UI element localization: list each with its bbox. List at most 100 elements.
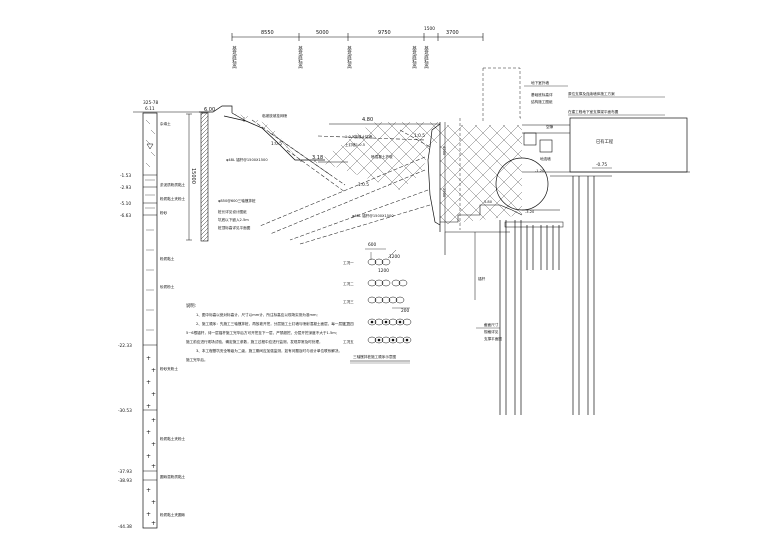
level-mid: 4.80 — [362, 117, 373, 123]
pile-detail-caption: 三轴搅拌桩施工顺序示意图 — [353, 354, 397, 359]
vertical-notes: 基坑底标高 基坑底标高 基坑底标高 基坑底标高 基坑底标高 — [232, 45, 429, 70]
level-deep: 3.18 — [312, 155, 323, 161]
svg-text:+: + — [151, 520, 156, 527]
pile-detail-dim-3: 1200 — [389, 254, 400, 260]
right-structure: 地下室外墙 基础底标高详 结构施工图纸 原位支撑及连续墙体施工方案 在建工程地下… — [444, 67, 690, 415]
anchor-label-top: φ48L 锚杆@1500X1500 — [226, 157, 268, 162]
anchor-rod-label: 锚杆 — [478, 276, 486, 281]
soil-layer-9: 圆砾混粉质黏土 — [160, 474, 186, 479]
notes-line-2: 2、施工顺序：先施工三轴搅拌桩，再放坡开挖，分层施工土钉墙与喷射混凝土面层，每一… — [196, 321, 350, 326]
pile-label-1: 截面尺寸 — [484, 322, 499, 327]
notes-line-4: 施工前应进行现场试验，确定施工参数，施工过程中应进行监测，发现异常及时处理， — [186, 339, 323, 344]
note-top-1: 地下室外墙 — [531, 80, 549, 85]
top-dim-1: 8550 — [261, 30, 274, 36]
slope-ratio-3: 1:0.5 — [358, 182, 369, 188]
vertical-note-3: 基坑底标高 — [347, 45, 352, 70]
level-ground: 6.00 — [204, 107, 215, 113]
soil-level-6: -30.53 — [118, 408, 132, 414]
svg-text:+: + — [146, 487, 151, 494]
note-top-3: 结构施工图纸 — [531, 99, 553, 104]
top-dim-3: 9750 — [378, 30, 391, 36]
svg-text:+: + — [151, 391, 156, 398]
pile-detail-dim-top: 600 — [368, 242, 376, 248]
step-3: 工况三 — [343, 300, 354, 304]
soil-layer-4: 粉砂 — [160, 210, 168, 215]
slope-dim-v2: 2500 — [442, 188, 446, 198]
step-2: 工况二 — [343, 282, 354, 286]
pile-note-4: 桩顶标高详见平面图 — [218, 225, 251, 230]
top-dim-2: 5000 — [316, 30, 329, 36]
existing-building-label: 已有工程 — [596, 138, 614, 145]
pile-sequence-detail: 600 1200 200 1200 工况一 工况二 工况三 工况四 工况五 — [343, 242, 412, 364]
vertical-note-4: 基坑底标高 — [412, 45, 417, 70]
soil-layer-6: 砂质粉土 — [160, 284, 175, 289]
slope-label-1: 临坡放坡挂网喷 — [262, 113, 288, 118]
svg-text:+: + — [151, 441, 156, 448]
soil-level-2: -2.93 — [120, 185, 131, 191]
vertical-note-5: 基坑底标高 — [424, 45, 429, 70]
notes-line-3: 5~6根锚杆，待一层锚杆施工完毕后方可开挖至下一层，严禁超挖，分层开挖深度不大于… — [186, 330, 337, 335]
top-dim-4: 1500 — [424, 26, 435, 32]
anchor-label-bot: φ48L 锚杆@1500X1500 — [352, 213, 394, 218]
pile-note-2: 桩长详见设计图纸 — [218, 209, 247, 214]
water-table-icon — [146, 143, 154, 150]
soil-level-7: -37.93 — [118, 469, 132, 475]
soil-plus-marks: +++ +++ +++ +++ ++ — [146, 355, 156, 527]
soil-layer-3: 粉质黏土夹粉土 — [160, 196, 186, 201]
soil-layer-1: 杂填土 — [160, 121, 171, 126]
soil-level-5: -22.33 — [118, 343, 132, 349]
svg-text:+: + — [146, 429, 151, 436]
step-1: 工况一 — [343, 261, 354, 265]
right-note-1: 原位支撑及连续墙体施工方案 — [568, 91, 615, 96]
slope-ratio-1: 1:0.5 — [271, 141, 282, 147]
slope-coord-1: -1.20 — [535, 169, 545, 173]
soil-level-4: -6.63 — [120, 213, 131, 219]
svg-text:+: + — [151, 499, 156, 506]
gap-label: 空隙 — [546, 124, 554, 129]
svg-text:+: + — [151, 463, 156, 470]
soil-column: 325-78 6.11 +++ +++ +++ +++ ++ — [118, 100, 210, 530]
svg-text:+: + — [146, 453, 151, 460]
soil-layer-2: 淤泥质粉质黏土 — [160, 182, 186, 187]
pile-label-2: 规格详见 — [484, 329, 499, 334]
soil-layer-8: 粉质黏土夹粉土 — [160, 436, 186, 441]
slope-label-4: 喷混凝土护坡 — [371, 154, 393, 159]
notes-line-5: 3、本工程基坑安全等级为二级，施工期间应加强监测，如有问题及时与设计单位联系解决… — [196, 348, 342, 353]
existing-level: -0.75 — [596, 162, 607, 168]
soil-level-3: -5.10 — [120, 201, 131, 207]
soil-layer-5: 粉质黏土 — [160, 256, 175, 261]
svg-text:+: + — [146, 403, 151, 410]
step-4: 工况四 — [343, 322, 354, 326]
soil-layer-7: 粉砂夹粉土 — [160, 366, 178, 371]
existing-pile-circle — [495, 157, 549, 211]
slope-label-2: 1:0.5放坡土钉墙 — [345, 134, 373, 139]
top-dim-5: 3700 — [446, 30, 459, 36]
soil-level-8: -38.93 — [118, 478, 132, 484]
pile-note-3: 坑底以下嵌入2.5m — [218, 217, 249, 222]
mixing-pile: 15000 φ850@600三轴搅拌桩 桩长详见设计图纸 坑底以下嵌入2.5m … — [186, 112, 256, 242]
soil-level-1: -1.53 — [120, 173, 131, 179]
svg-text:+: + — [146, 511, 151, 518]
wall-tag: 地连墙 — [540, 156, 551, 161]
notes-title: 说明: — [186, 302, 196, 309]
left-top-sub: 6.11 — [145, 106, 155, 112]
pile-detail-dim-2: 200 — [401, 308, 409, 314]
slope-coord-2: -3.20 — [525, 210, 535, 214]
excavation-section: 6.00 4.80 3.18 临坡放坡挂网喷 — [199, 105, 545, 245]
pile-detail-dim-1: 1200 — [378, 268, 389, 274]
notes-line-1: 1、图中标高以绝对标高计，尺寸以mm计，所注标高应以现场实测为准mm; — [196, 312, 318, 317]
svg-text:+: + — [151, 417, 156, 424]
notes-block: 说明: 1、图中标高以绝对标高计，尺寸以mm计，所注标高应以现场实测为准mm; … — [186, 302, 350, 362]
slope-ratio-2: 1:0.5 — [414, 133, 425, 139]
svg-text:+: + — [146, 379, 151, 386]
slope-coord-3: 5.80 — [484, 200, 493, 204]
step-5: 工况五 — [343, 340, 354, 344]
pile-label-3: 支撑平面图 — [484, 336, 502, 341]
vertical-note-1: 基坑底标高 — [232, 45, 237, 70]
left-dim-label: 15000 — [190, 168, 196, 184]
right-note-2: 在建工程地下室支撑梁平面布置 — [568, 109, 619, 114]
pile-note-1: φ850@600三轴搅拌桩 — [218, 198, 256, 203]
vertical-note-2: 基坑底标高 — [298, 45, 303, 70]
soil-layer-10: 粉质黏土夹圆砾 — [160, 512, 186, 517]
